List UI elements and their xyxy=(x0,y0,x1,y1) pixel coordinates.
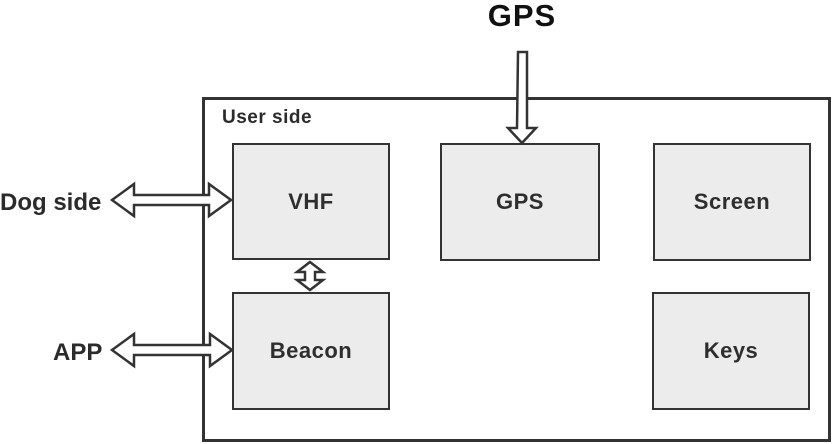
node-screen-label: Screen xyxy=(693,189,771,214)
node-vhf-label: VHF xyxy=(288,188,334,214)
dog-side-label: Dog side xyxy=(0,189,102,216)
node-keys: Keys xyxy=(652,292,810,410)
node-beacon: Beacon xyxy=(232,292,390,410)
node-beacon-label: Beacon xyxy=(269,338,353,363)
node-keys-label: Keys xyxy=(703,338,759,363)
node-gps-label: GPS xyxy=(496,189,544,214)
external-gps-source-label: GPS xyxy=(487,0,557,33)
app-label: APP xyxy=(53,339,103,366)
user-side-label: User side xyxy=(222,107,313,128)
node-vhf: VHF xyxy=(232,143,390,260)
node-gps: GPS xyxy=(440,143,600,261)
node-screen: Screen xyxy=(653,143,811,261)
